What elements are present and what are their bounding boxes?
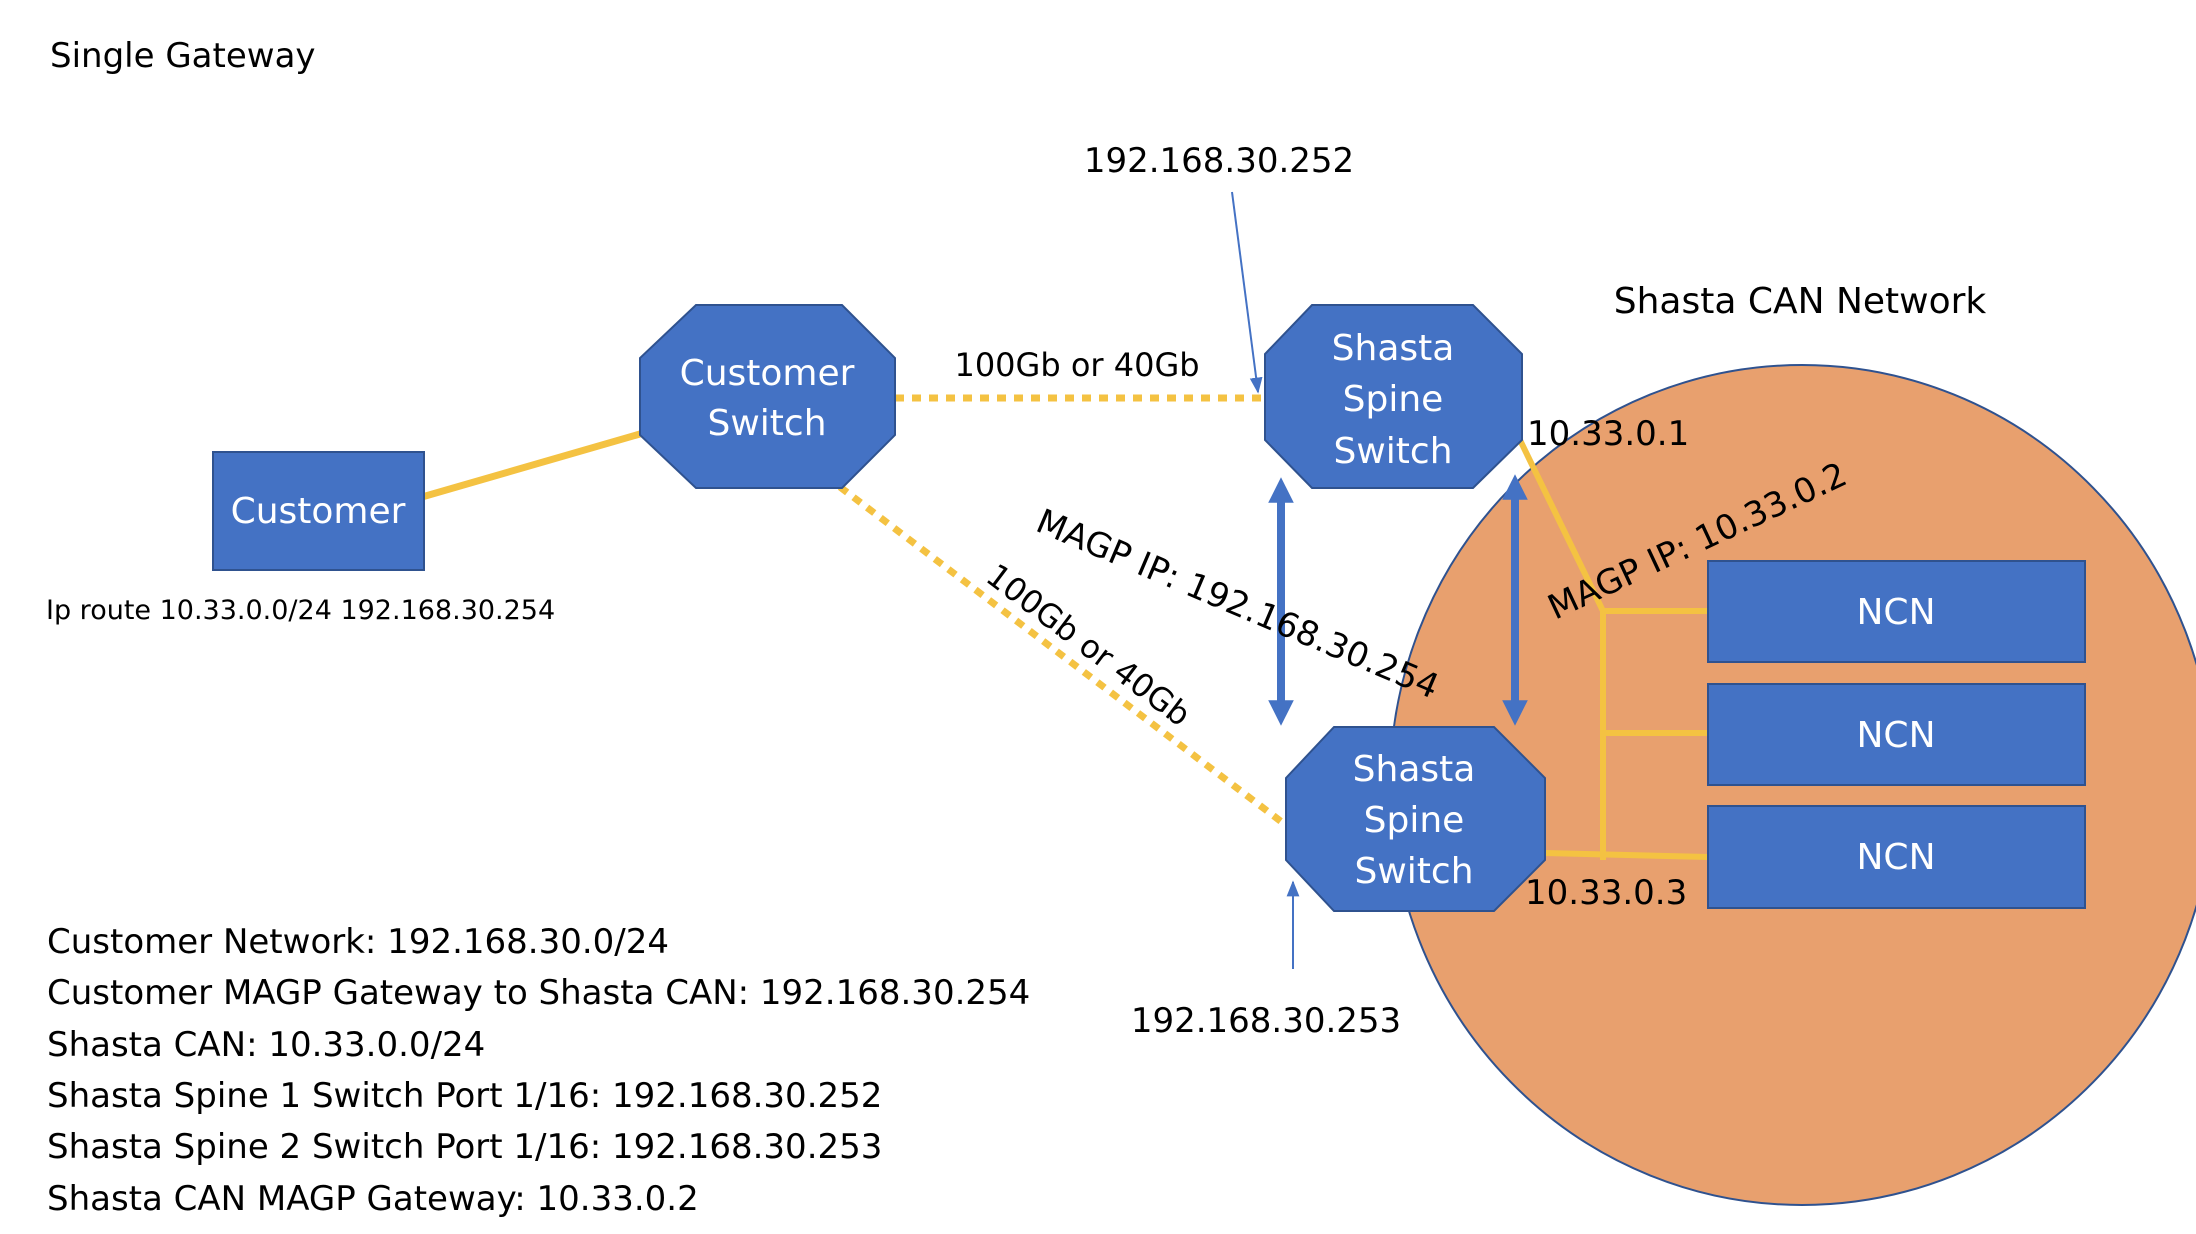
note-line: Shasta Spine 1 Switch Port 1/16: 192.168… [47, 1076, 882, 1116]
customer-node [212, 451, 425, 571]
spine2-ip-label: 192.168.30.253 [1131, 1001, 1401, 1041]
ncn-node-2 [1707, 683, 2086, 786]
ncn-label-3: NCN [1857, 837, 1936, 878]
spine1-ip-label: 192.168.30.252 [1084, 141, 1354, 181]
diagonal-uplink [837, 484, 1290, 829]
note-line: Shasta Spine 2 Switch Port 1/16: 192.168… [47, 1127, 882, 1167]
ncn-node-3 [1707, 805, 2086, 909]
ncn-node-1 [1707, 560, 2086, 663]
ncn3-link [1544, 850, 1709, 860]
note-line: Customer MAGP Gateway to Shasta CAN: 192… [47, 973, 1030, 1013]
magp-customer-label: MAGP IP: 192.168.30.254 [1030, 501, 1444, 707]
spine1-ip-pointer [1231, 191, 1263, 394]
customer-switch-label-line2: Switch [707, 403, 826, 444]
customer-switch-node [639, 304, 896, 489]
spine2-label-line3: Switch [1354, 851, 1473, 892]
spine2-label-line1: Shasta [1353, 749, 1476, 790]
spine1-label-line1: Shasta [1332, 328, 1455, 369]
note-line: Customer Network: 192.168.30.0/24 [47, 922, 669, 962]
ncn-label-2: NCN [1857, 715, 1936, 756]
customer-link [421, 430, 641, 501]
spine2-can-ip-label: 10.33.0.3 [1525, 873, 1687, 913]
spine1-can-link [1517, 438, 1606, 613]
ncn-label-1: NCN [1857, 592, 1936, 633]
note-line: Shasta CAN MAGP Gateway: 10.33.0.2 [47, 1179, 699, 1219]
route-label: Ip route 10.33.0.0/24 192.168.30.254 [46, 595, 555, 626]
notes-block: Customer Network: 192.168.30.0/24 Custom… [47, 922, 1030, 1219]
spine1-label-line2: Spine [1343, 379, 1444, 420]
top-link-speed-label: 100Gb or 40Gb [954, 346, 1199, 384]
customer-switch-label-line1: Customer [680, 353, 855, 394]
customer-label: Customer [231, 491, 406, 532]
spine-switch-2-node [1285, 726, 1546, 912]
spine-switch-1-node [1264, 304, 1523, 489]
spine1-label-line3: Switch [1333, 431, 1452, 472]
note-line: Shasta CAN: 10.33.0.0/24 [47, 1025, 485, 1065]
diagram-title: Single Gateway [50, 36, 316, 76]
spine2-label-line2: Spine [1364, 800, 1465, 841]
can-network-label: Shasta CAN Network [1614, 281, 1987, 322]
spine1-can-ip-label: 10.33.0.1 [1527, 414, 1689, 454]
